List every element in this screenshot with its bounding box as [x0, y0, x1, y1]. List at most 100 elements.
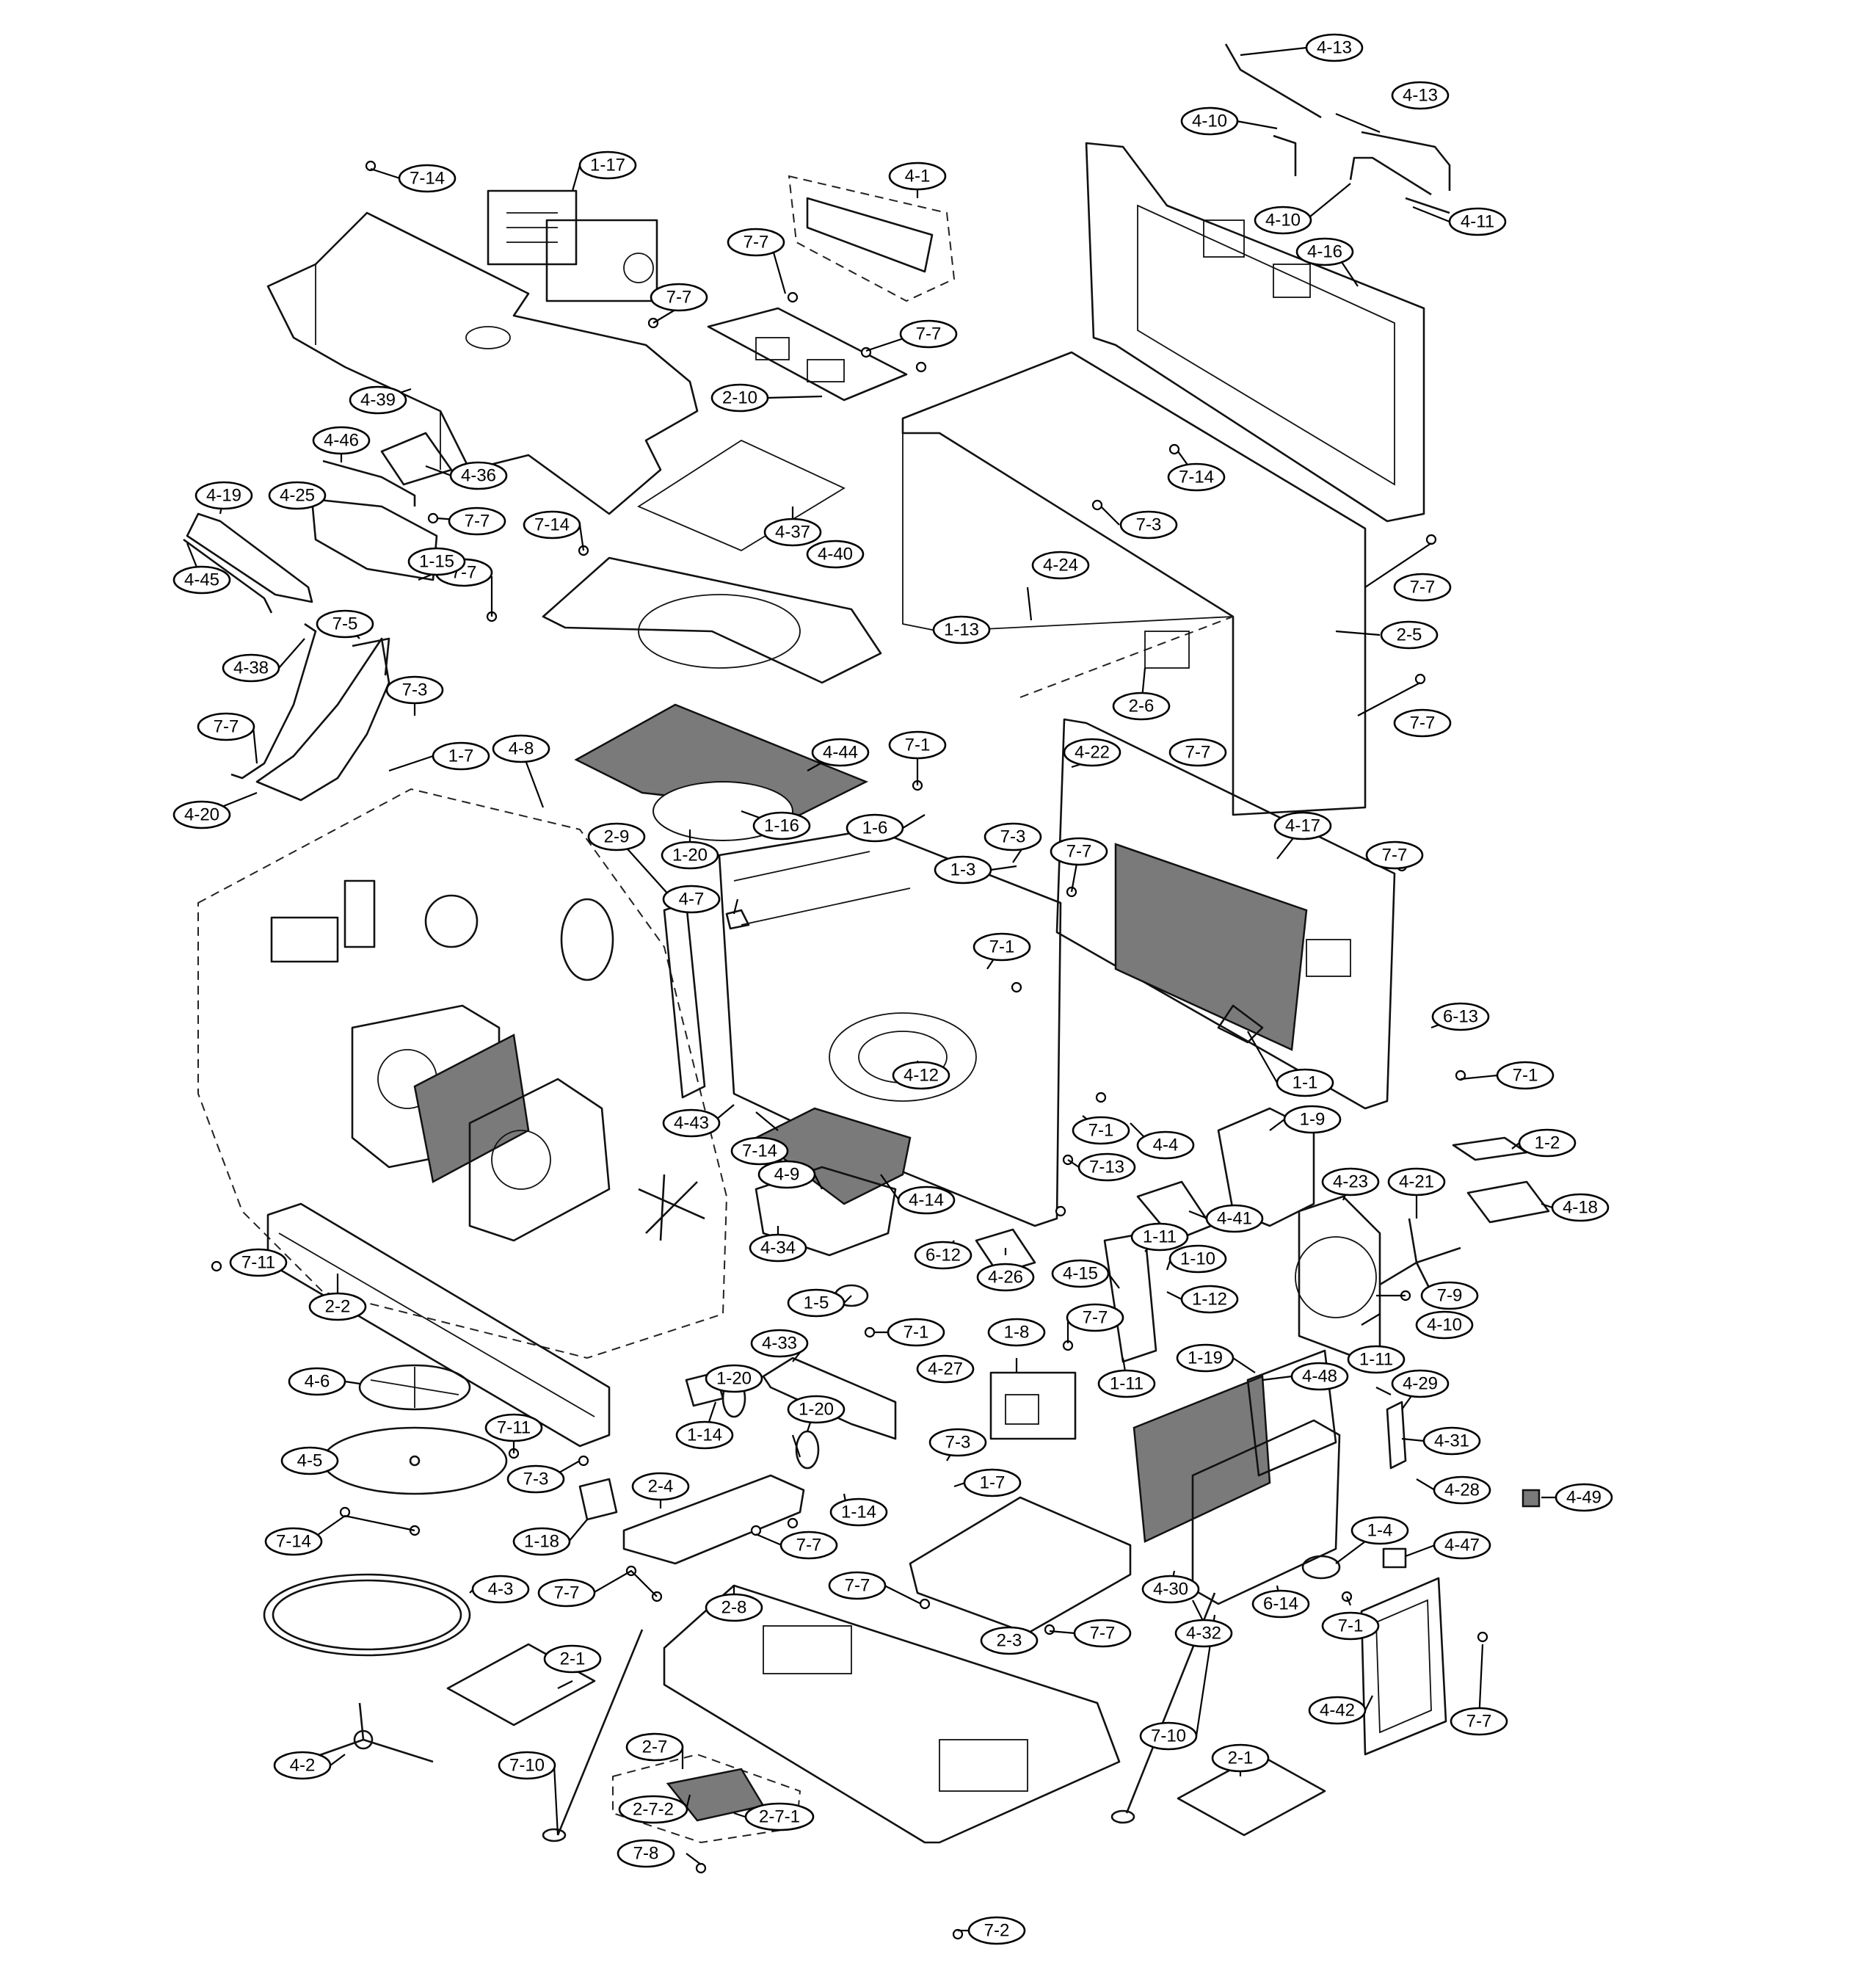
part-4-49	[1521, 1489, 1541, 1508]
svg-text:2-1: 2-1	[560, 1649, 586, 1669]
callout-label: 1-3	[934, 855, 992, 885]
assembly-4-8	[197, 788, 728, 1359]
callout-label: 2-7	[625, 1732, 684, 1762]
callout-label: 1-20	[787, 1395, 846, 1424]
callout-label: 4-28	[1433, 1475, 1491, 1505]
svg-text:4-7: 4-7	[679, 890, 705, 909]
svg-text:7-1: 7-1	[1338, 1616, 1364, 1636]
svg-text:7-7: 7-7	[465, 512, 490, 531]
callout-label: 7-11	[229, 1248, 288, 1277]
part-2-9	[663, 901, 706, 1099]
svg-text:2-7: 2-7	[642, 1737, 668, 1757]
callout-label: 7-1	[1321, 1611, 1380, 1641]
svg-text:4-22: 4-22	[1075, 743, 1110, 763]
strip-4-46	[322, 460, 416, 506]
part-1-18	[578, 1478, 618, 1521]
bracket-4-25	[310, 498, 438, 581]
svg-text:1-17: 1-17	[590, 156, 625, 175]
svg-text:4-48: 4-48	[1302, 1367, 1337, 1387]
callout-label: 1-8	[987, 1318, 1046, 1347]
callout-label: 4-30	[1141, 1575, 1200, 1604]
part-4-48	[1246, 1349, 1337, 1477]
callout-label: 4-33	[750, 1329, 809, 1358]
bracket-2-4	[622, 1474, 805, 1565]
svg-text:1-6: 1-6	[862, 818, 888, 838]
svg-text:7-7: 7-7	[744, 233, 769, 253]
svg-text:1-5: 1-5	[804, 1293, 829, 1313]
callout-label: 1-12	[1180, 1285, 1239, 1314]
mounting-rod-7-10-left	[556, 1629, 644, 1836]
svg-text:7-5: 7-5	[332, 614, 358, 634]
svg-text:1-1: 1-1	[1293, 1073, 1318, 1093]
part-4-30	[1132, 1375, 1271, 1543]
callout-label: 1-7	[963, 1468, 1022, 1497]
callout-label: 7-1	[1072, 1116, 1130, 1145]
svg-text:7-13: 7-13	[1089, 1158, 1124, 1177]
callout-label: 7-5	[316, 609, 374, 639]
screw	[1414, 673, 1426, 685]
callout-label: 1-11	[1097, 1369, 1156, 1398]
callout-label: 4-36	[449, 461, 508, 490]
svg-text:4-1: 4-1	[905, 167, 931, 186]
grease-filter-2-1-left	[446, 1643, 596, 1726]
trim-4-11	[1405, 197, 1450, 214]
callout-label: 7-7	[1393, 708, 1452, 738]
svg-text:4-17: 4-17	[1285, 816, 1320, 836]
svg-text:4-47: 4-47	[1444, 1536, 1480, 1555]
svg-text:4-24: 4-24	[1043, 556, 1078, 575]
svg-text:7-7: 7-7	[1090, 1624, 1116, 1644]
svg-text:4-33: 4-33	[762, 1334, 797, 1354]
callout-label: 4-18	[1551, 1193, 1610, 1222]
screw	[365, 160, 377, 172]
callout-label: 7-14	[730, 1136, 789, 1166]
svg-text:2-5: 2-5	[1397, 625, 1422, 645]
screw	[695, 1862, 707, 1874]
screw	[1044, 1624, 1055, 1635]
callout-label: 4-2	[273, 1751, 332, 1780]
callout-label: 4-29	[1391, 1369, 1450, 1398]
svg-text:7-7: 7-7	[1083, 1308, 1108, 1328]
svg-text:2-7-2: 2-7-2	[633, 1800, 674, 1820]
svg-text:1-19: 1-19	[1188, 1348, 1223, 1368]
svg-text:7-3: 7-3	[402, 680, 428, 700]
svg-text:4-29: 4-29	[1403, 1374, 1438, 1394]
callout-label: 4-39	[349, 385, 407, 415]
switch-bracket-4-15	[1103, 1232, 1157, 1363]
svg-text:7-7: 7-7	[1410, 578, 1436, 598]
callout-label: 2-10	[710, 383, 769, 413]
svg-text:7-7: 7-7	[1185, 743, 1211, 763]
callout-label: 4-42	[1308, 1696, 1367, 1725]
svg-text:2-9: 2-9	[604, 827, 630, 847]
callout-label: 6-13	[1431, 1002, 1490, 1031]
screw	[427, 512, 439, 524]
base-2-3	[909, 1496, 1132, 1635]
callout-label: 1-19	[1176, 1343, 1235, 1373]
svg-text:4-32: 4-32	[1186, 1624, 1221, 1644]
svg-text:4-40: 4-40	[818, 545, 853, 564]
svg-text:4-9: 4-9	[774, 1165, 800, 1185]
callout-label: 2-7-2	[618, 1795, 688, 1824]
bracket-4-19	[186, 512, 313, 603]
callout-label: 7-14	[264, 1527, 323, 1556]
air-guide-4-39	[266, 211, 699, 515]
trim-4-10-left	[1273, 134, 1297, 176]
screw	[915, 361, 927, 373]
callout-label: 1-17	[578, 150, 637, 180]
callout-label: 4-31	[1422, 1426, 1481, 1456]
screw	[1168, 443, 1180, 455]
callout-label: 7-7	[1073, 1619, 1132, 1648]
callout-label: 4-5	[280, 1446, 339, 1475]
svg-text:7-7: 7-7	[214, 717, 239, 737]
svg-text:7-7: 7-7	[1410, 713, 1436, 733]
callout-label: 1-11	[1130, 1222, 1189, 1252]
front-panel-4-17	[1055, 718, 1396, 1110]
svg-text:4-3: 4-3	[488, 1580, 514, 1599]
svg-text:7-7: 7-7	[554, 1583, 580, 1603]
turntable-4-5	[321, 1426, 508, 1495]
svg-text:4-18: 4-18	[1563, 1198, 1598, 1218]
callout-label: 6-12	[914, 1241, 972, 1270]
bottom-plate-2-8	[663, 1584, 1121, 1844]
callout-label: 7-7	[1450, 1707, 1508, 1736]
control-panel-2-2	[266, 1202, 611, 1448]
callout-label: 7-14	[398, 164, 457, 193]
